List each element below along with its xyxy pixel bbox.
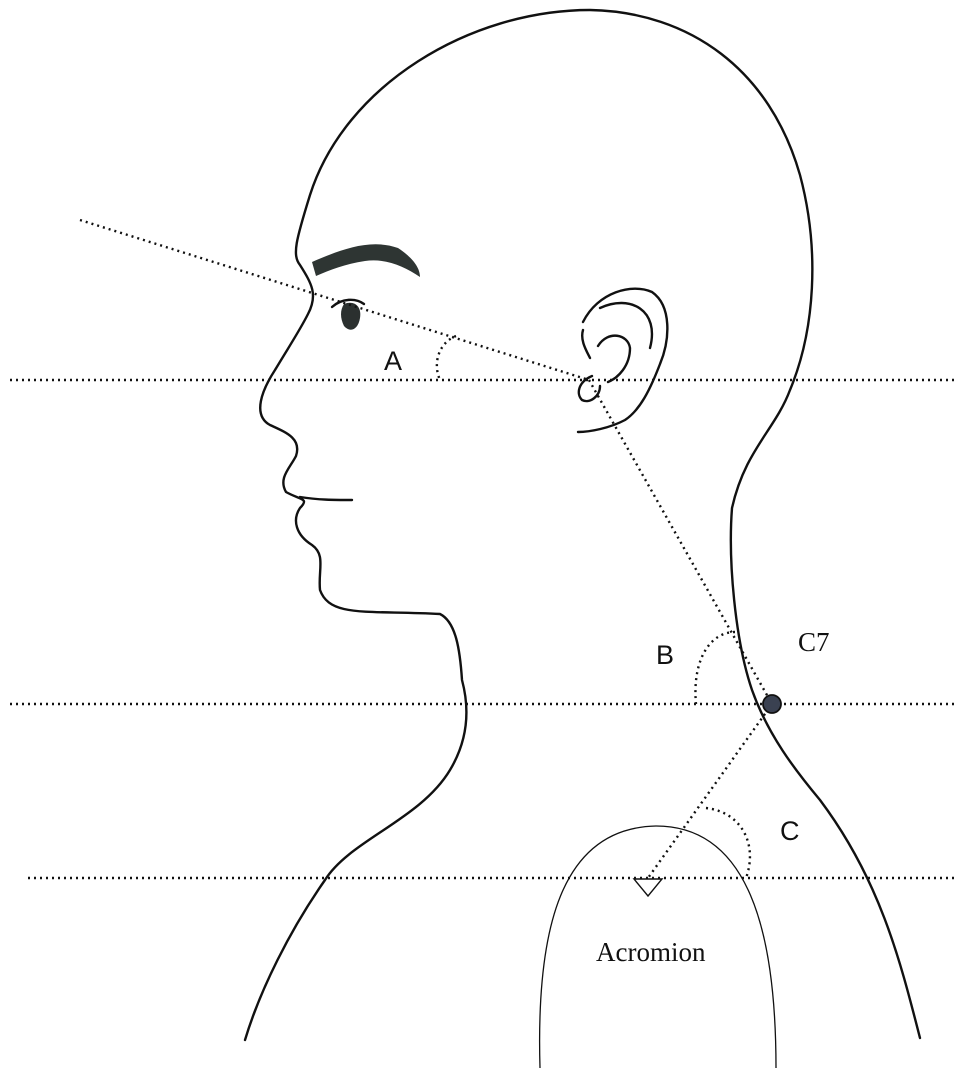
c7-label: C7 (798, 627, 830, 657)
angle-a-label: A (384, 346, 402, 376)
angle-b-label: B (656, 640, 674, 670)
eye (341, 303, 360, 330)
angle-a-arc (437, 336, 456, 380)
ear-outer (578, 289, 667, 432)
head-profile-outline (245, 10, 920, 1040)
acromion-label: Acromion (596, 937, 706, 967)
eye-tragus-line (80, 220, 589, 380)
acromion-marker (634, 879, 662, 896)
angle-b-arc (695, 632, 735, 704)
c7-marker (763, 695, 781, 713)
tragus-c7-line (589, 380, 772, 704)
c7-acromion-line (648, 704, 772, 878)
angle-c-label: C (780, 816, 800, 846)
mouth-line (300, 497, 352, 500)
ear-inner (579, 303, 652, 401)
eyebrow (312, 244, 420, 277)
